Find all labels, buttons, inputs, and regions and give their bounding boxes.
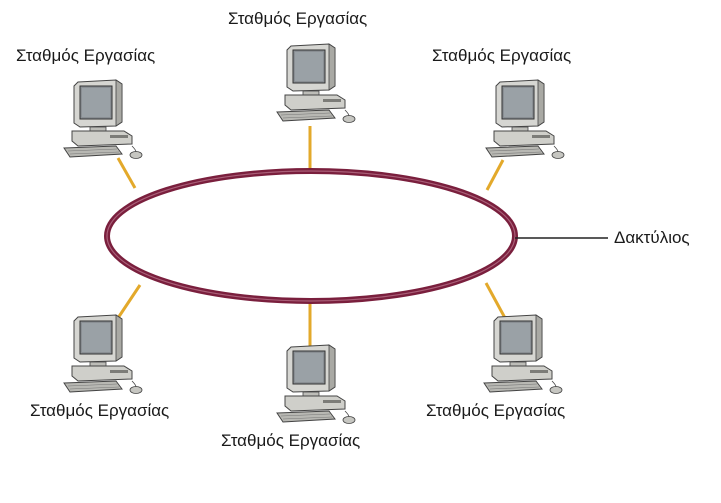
workstation-label: Σταθμός Εργασίας bbox=[228, 9, 367, 28]
workstation-label: Σταθμός Εργασίας bbox=[432, 46, 571, 65]
computer-icon bbox=[483, 314, 563, 394]
workstation-top-left: Σταθμός Εργασίας bbox=[16, 46, 155, 159]
computer-icon bbox=[63, 79, 143, 159]
connector-lines bbox=[116, 126, 507, 346]
connector-top-right bbox=[485, 159, 505, 191]
workstation-bottom-right: Σταθμός Εργασίας bbox=[426, 314, 565, 420]
connector-bottom-right bbox=[484, 282, 507, 319]
workstation-top-center: Σταθμός Εργασίας bbox=[228, 9, 367, 123]
ring-cable-highlight bbox=[106, 170, 516, 302]
computer-icon bbox=[485, 79, 565, 159]
ring-cable bbox=[104, 168, 518, 304]
computer-icon bbox=[63, 314, 143, 394]
workstation-bottom-center: Σταθμός Εργασίας bbox=[221, 344, 360, 450]
workstation-label: Σταθμός Εργασίας bbox=[30, 401, 169, 420]
workstation-label: Σταθμός Εργασίας bbox=[426, 401, 565, 420]
workstation-bottom-left: Σταθμός Εργασίας bbox=[30, 314, 169, 420]
computer-icon bbox=[276, 344, 356, 424]
connector-bottom-left bbox=[116, 284, 142, 319]
ring-label: Δακτύλιος bbox=[614, 228, 690, 247]
workstation-label: Σταθμός Εργασίας bbox=[16, 46, 155, 65]
workstation-label: Σταθμός Εργασίας bbox=[221, 431, 360, 450]
connector-top-left bbox=[116, 157, 137, 189]
computer-icon bbox=[276, 43, 356, 123]
workstation-top-right: Σταθμός Εργασίας bbox=[432, 46, 571, 159]
